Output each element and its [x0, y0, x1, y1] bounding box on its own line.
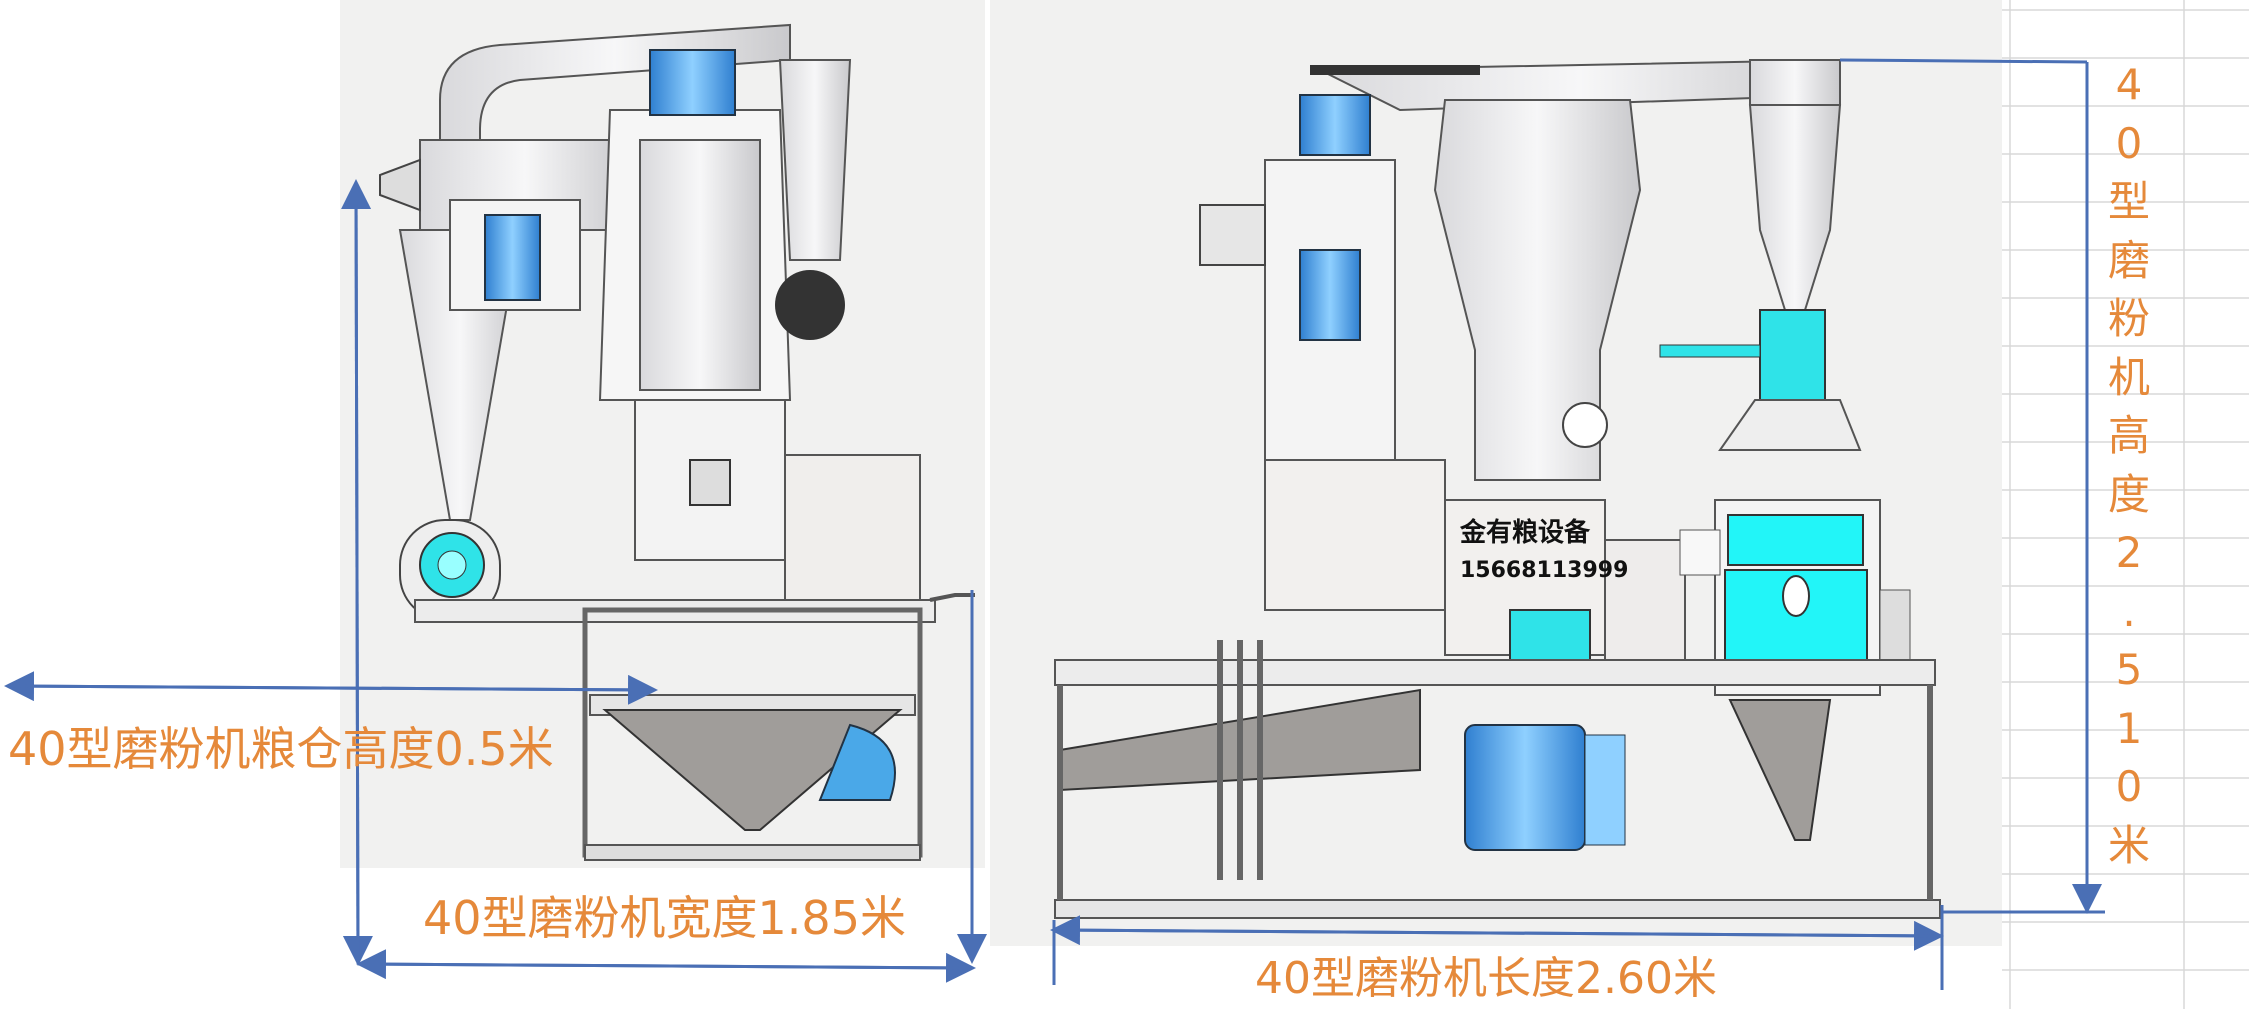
height-label-char: 5	[2115, 645, 2143, 694]
front-view-drawing	[990, 0, 2002, 946]
height-label-char: 0	[2115, 762, 2143, 811]
height-label-char: 0	[2115, 118, 2143, 168]
dimension-lines	[4, 58, 2105, 990]
height-label-char: 4	[2115, 60, 2143, 109]
hopper-height-label: 40型磨粉机粮仓高度0.5米	[8, 722, 554, 776]
machine-phone-plate: 15668113999	[1460, 558, 1629, 583]
side-view-drawing	[340, 0, 985, 868]
height-label-char: .	[2122, 586, 2136, 636]
height-label-char: 度	[2107, 469, 2150, 519]
height-label-char: 2	[2115, 528, 2143, 577]
width-label: 40型磨粉机宽度1.85米	[423, 891, 906, 945]
length-label: 40型磨粉机长度2.60米	[1255, 953, 1717, 1004]
machine-brand-plate: 金有粮设备	[1460, 518, 1591, 548]
spreadsheet-grid	[2002, 0, 2249, 1009]
height-label-char: 磨	[2107, 235, 2150, 285]
height-label-char: 高	[2107, 411, 2150, 460]
height-label-char: 粉	[2107, 294, 2150, 343]
height-label-char: 1	[2115, 703, 2143, 753]
height-label-char: 型	[2107, 177, 2150, 226]
height-label-char: 机	[2107, 352, 2150, 402]
height-label-char: 米	[2107, 820, 2150, 870]
